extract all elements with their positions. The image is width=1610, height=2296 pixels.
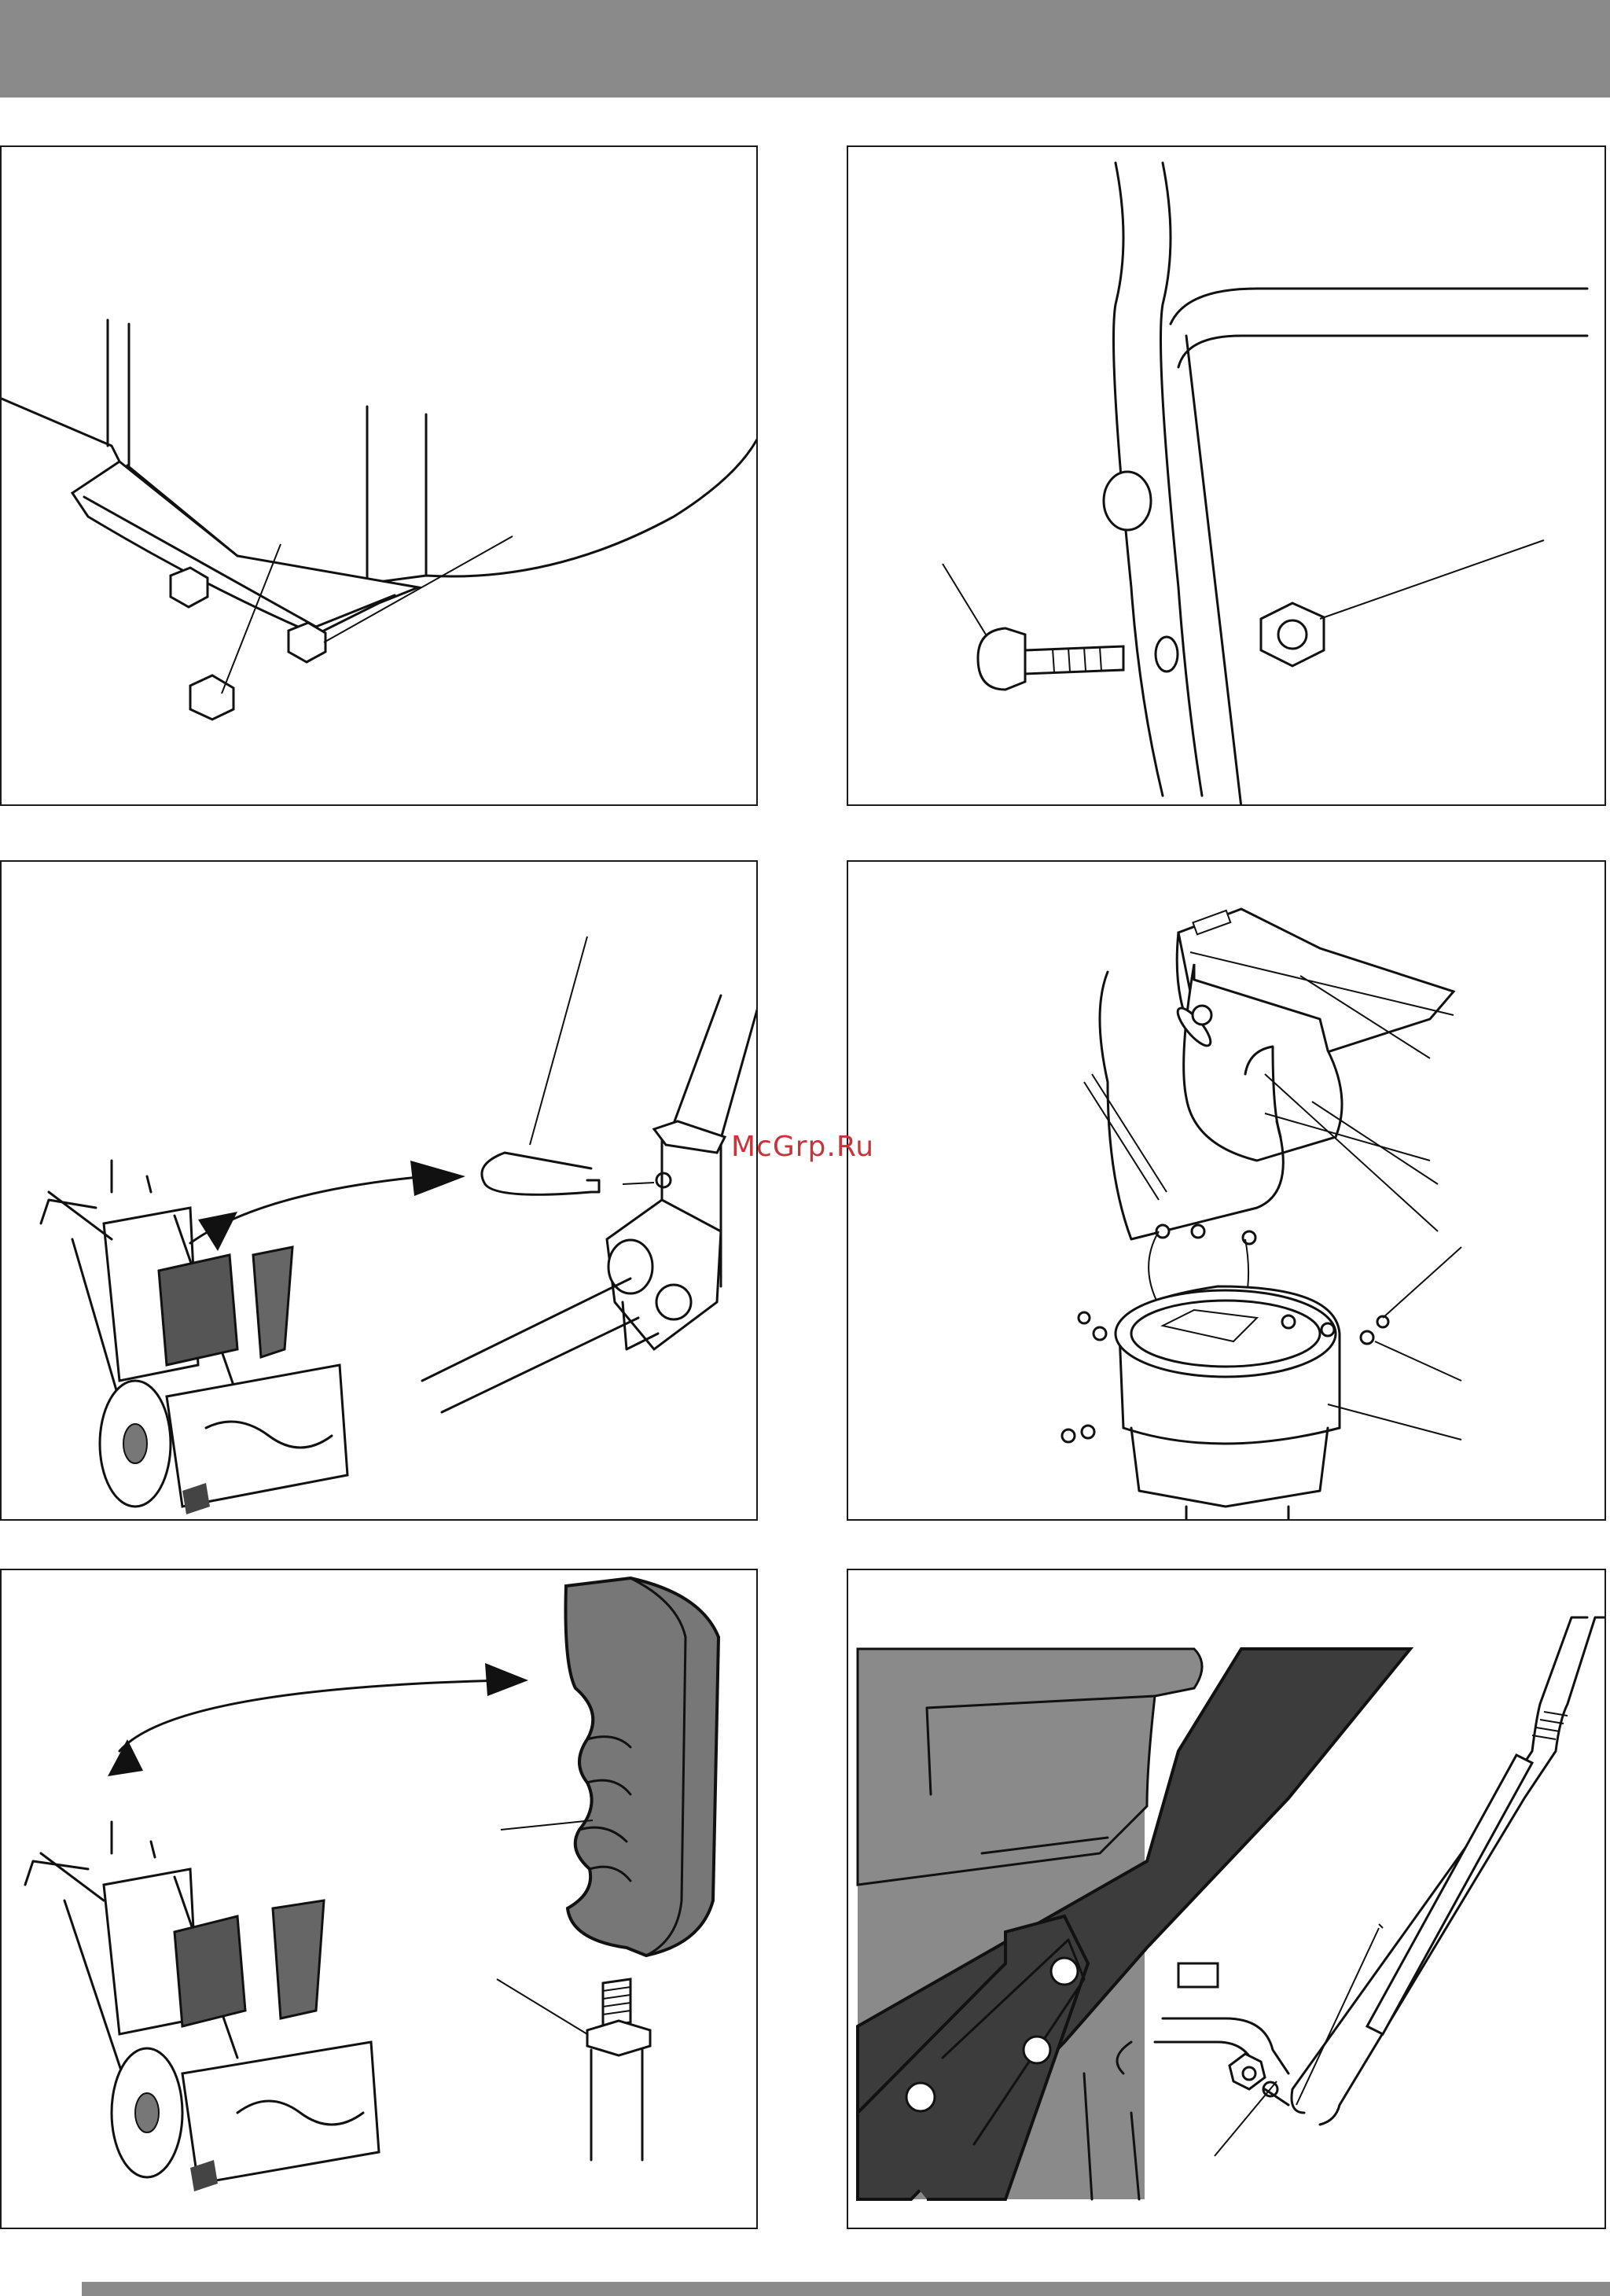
watermark-text: McGrp.Ru [731, 1131, 874, 1163]
figure-chute-deflector-assembly [847, 860, 1606, 1521]
figure-handle-carriage-bolt-nut [847, 145, 1606, 806]
figure-control-rod-linkage [847, 1569, 1606, 2229]
hex-nut-icon [1261, 603, 1324, 666]
footer-bar [82, 2282, 1610, 2296]
figure-skid-shoe-bolts [0, 145, 758, 806]
snow-thrower-icon [41, 1161, 347, 1514]
snow-thrower-icon [25, 1822, 379, 2191]
screw-icon [1156, 1225, 1255, 1244]
carriage-bolt-icon [978, 628, 1123, 690]
hairpin-clip-icon [482, 1153, 599, 1194]
hand-grip-icon [566, 1578, 719, 1956]
figure-hairpin-clip-handle [0, 860, 758, 1521]
header-bar [0, 0, 1610, 98]
threaded-stud-icon [587, 1979, 650, 2160]
figure-handle-grip [0, 1569, 758, 2229]
